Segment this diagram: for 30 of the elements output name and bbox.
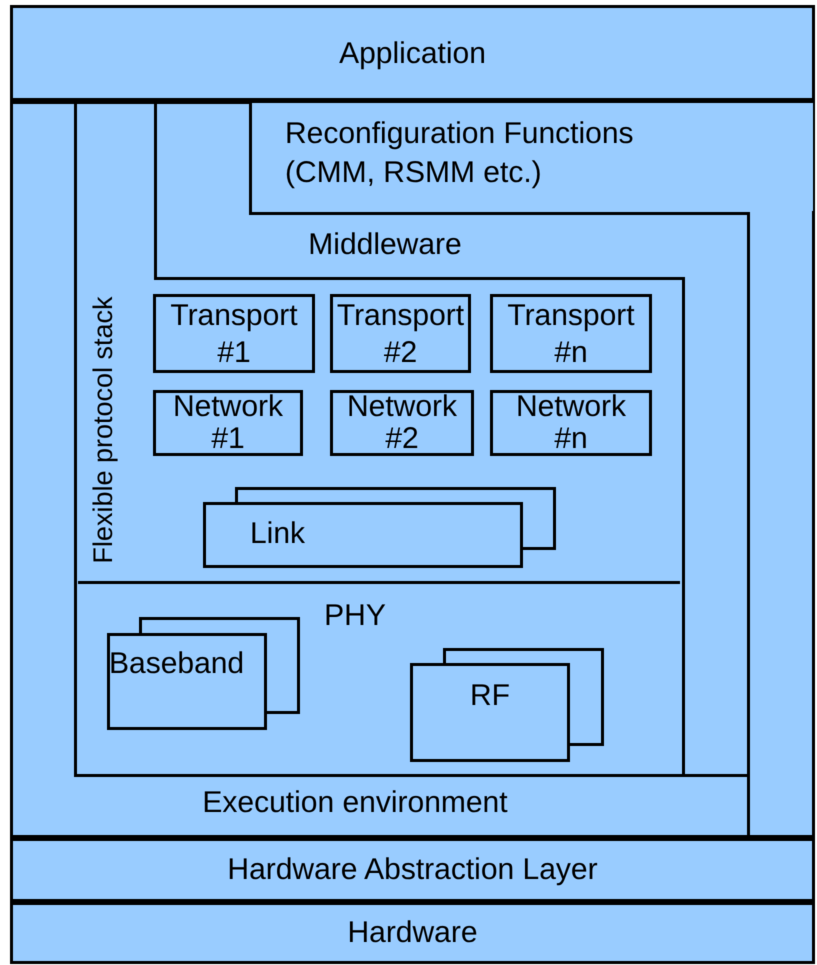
layer-label: Reconfiguration Functions (CMM, RSMM etc.) [285,116,635,191]
box-label: Transport #n [506,298,636,371]
layer-label: Application [338,36,487,72]
layer-label: Hardware Abstraction Layer [226,852,599,888]
layer-label: PHY [323,598,387,634]
process-box [153,390,303,456]
stacked-box [410,648,604,762]
box-label: Transport #2 [336,298,466,371]
layer-region [252,103,813,211]
process-box [153,294,315,373]
box-label: Network #1 [172,391,284,455]
process-box [330,390,474,456]
stacked-box [203,487,556,568]
stacked-box [107,617,300,730]
layer-label: Middleware [307,227,463,263]
box-label: Transport #1 [169,298,299,371]
layer-label: RF [469,678,511,714]
layer-band [10,838,815,902]
layer-region [10,101,815,838]
process-box [490,390,652,456]
box-label: Network #2 [346,391,458,455]
box-label: Network #n [514,391,628,455]
layer-label: Link [250,516,306,552]
process-box [490,294,652,373]
layer-label: Baseband [109,646,246,682]
layer-label: Flexible protocol stack [87,295,119,566]
layer-label: Hardware [346,915,479,951]
layer-band [10,5,815,101]
layer-band [10,902,815,964]
layer-label: Execution environment [201,785,509,821]
